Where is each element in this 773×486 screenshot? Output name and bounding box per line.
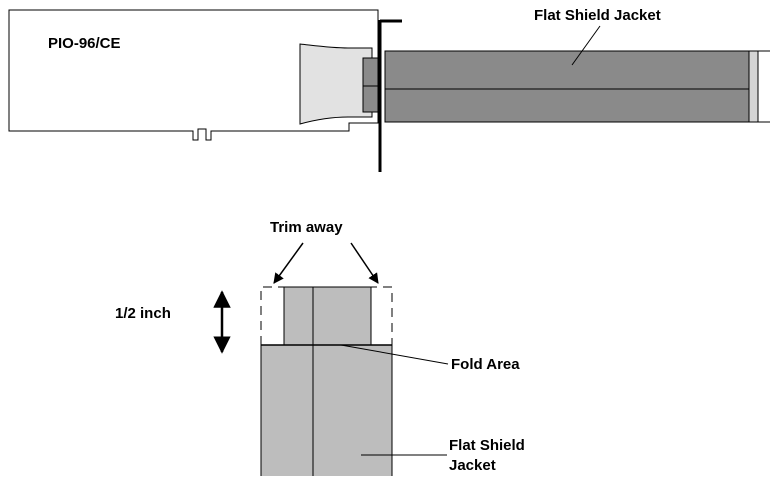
- trim-label: Trim away: [270, 219, 343, 236]
- board-assembly: PIO-96/CE Flat Shield Jacket: [8, 7, 770, 172]
- jacket-top-label: Flat Shield Jacket: [534, 7, 661, 24]
- board-label: PIO-96/CE: [48, 35, 121, 52]
- jacket-bottom-label-line1: Flat Shield: [449, 437, 525, 454]
- fold-leader: [340, 344, 449, 365]
- connector-block: [362, 57, 379, 113]
- cable-end-cap: [748, 50, 759, 123]
- trim-detail: Trim away 1/2 inch Fold Area Flat Shield…: [115, 219, 525, 476]
- flat-shield-jacket-top: [384, 50, 759, 123]
- trim-boundary: [260, 286, 393, 345]
- jacket-bottom-label-line2: Jacket: [449, 457, 496, 474]
- fold-label: Fold Area: [451, 356, 520, 373]
- measure-label: 1/2 inch: [115, 305, 171, 322]
- circuit-board-outline: [8, 9, 379, 141]
- trim-arrow-right: [350, 242, 379, 284]
- trim-tab: [283, 286, 372, 346]
- jacket-body: [261, 345, 392, 476]
- jacket-top-leader: [571, 25, 601, 66]
- ribbon-connector: [299, 43, 373, 125]
- trim-arrow-left: [273, 242, 304, 284]
